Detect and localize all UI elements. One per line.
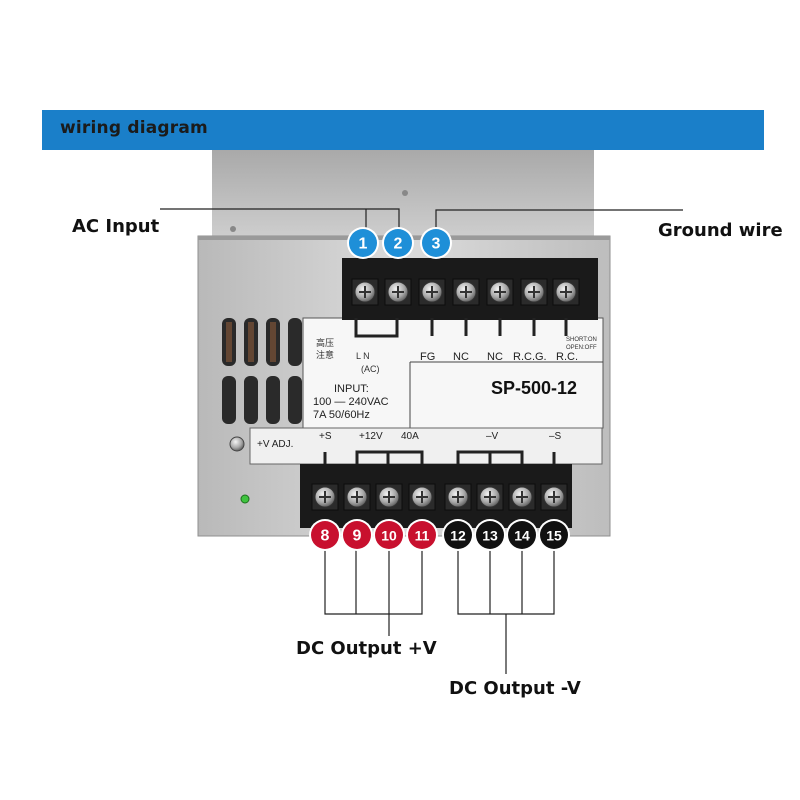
terminal-badge-number: 9 <box>353 528 362 545</box>
chassis-screw-hole <box>402 190 408 196</box>
vent-slots <box>222 318 302 424</box>
terminal-screw <box>452 278 480 306</box>
terminal-screw <box>351 278 379 306</box>
terminal-screw <box>384 278 412 306</box>
terminal-screw <box>552 278 580 306</box>
terminal-badge-1: 1 <box>347 227 379 259</box>
label-ln: L N <box>356 351 370 361</box>
terminal-screw <box>375 483 403 511</box>
banner-title: wiring diagram <box>60 118 208 138</box>
terminal-screw <box>311 483 339 511</box>
label-nc-2: NC <box>487 351 503 363</box>
label-short-on: SHORT:ON <box>566 337 597 343</box>
terminal-screw <box>418 278 446 306</box>
chassis-screw-hole <box>230 226 236 232</box>
terminal-badge-number: 15 <box>546 528 562 544</box>
label-fg: FG <box>420 351 435 363</box>
model-label: SP-500-12 <box>491 378 577 398</box>
warning-line-1: 高压 <box>316 337 334 348</box>
label-plus-12v: +12V <box>359 431 383 442</box>
terminal-screw <box>486 278 514 306</box>
terminal-screw <box>540 483 568 511</box>
terminal-badge-number: 2 <box>394 236 403 253</box>
label-40a: 40A <box>401 431 419 442</box>
terminal-screw <box>343 483 371 511</box>
input-title: INPUT: <box>334 383 369 395</box>
adj-potentiometer <box>229 436 245 452</box>
leader-lines <box>160 208 683 674</box>
terminal-screw <box>476 483 504 511</box>
terminal-badge-number: 14 <box>514 528 530 544</box>
terminal-screw <box>408 483 436 511</box>
terminal-badge-number: 12 <box>450 528 466 544</box>
header-banner: wiring diagram <box>42 110 764 150</box>
label-minus-s: –S <box>549 431 562 442</box>
terminal-badge-11: 11 <box>406 519 438 551</box>
terminal-badge-8: 8 <box>309 519 341 551</box>
terminal-badge-15: 15 <box>538 519 570 551</box>
terminal-badge-number: 8 <box>321 528 330 545</box>
adj-label: +V ADJ. <box>257 439 293 450</box>
terminal-badge-number: 3 <box>432 236 441 253</box>
terminal-badge-number: 1 <box>359 236 368 253</box>
terminal-badge-3: 3 <box>420 227 452 259</box>
terminal-badge-number: 10 <box>381 528 397 544</box>
label-nc-1: NC <box>453 351 469 363</box>
terminal-badge-14: 14 <box>506 519 538 551</box>
warning-line-2: 注意 <box>316 349 334 360</box>
caption-ac-input: AC Input <box>72 216 160 237</box>
bottom-terminal-brackets <box>323 450 556 464</box>
terminal-screw <box>444 483 472 511</box>
label-ac: (AC) <box>361 364 380 374</box>
label-plus-s: +S <box>319 431 332 442</box>
label-minus-v: –V <box>486 431 499 442</box>
terminal-badge-9: 9 <box>341 519 373 551</box>
top-terminal-brackets <box>354 318 568 338</box>
terminal-badge-number: 11 <box>415 528 430 544</box>
lower-label-strip <box>249 427 603 465</box>
terminal-badge-2: 2 <box>382 227 414 259</box>
terminal-badge-13: 13 <box>474 519 506 551</box>
label-rcg: R.C.G. <box>513 351 547 363</box>
terminal-badge-number: 13 <box>482 528 498 544</box>
terminal-screw <box>508 483 536 511</box>
power-led <box>240 494 250 504</box>
label-open-off: OPEN:OFF <box>566 345 597 351</box>
caption-dc-output-minus: DC Output -V <box>449 678 581 699</box>
input-range: 100 — 240VAC <box>313 396 389 408</box>
terminal-screw <box>520 278 548 306</box>
terminal-badge-10: 10 <box>373 519 405 551</box>
caption-ground-wire: Ground wire <box>658 220 783 241</box>
input-rating: 7A 50/60Hz <box>313 409 370 421</box>
caption-dc-output-plus: DC Output +V <box>296 638 437 659</box>
label-rc: R.C. <box>556 351 578 363</box>
terminal-badge-12: 12 <box>442 519 474 551</box>
